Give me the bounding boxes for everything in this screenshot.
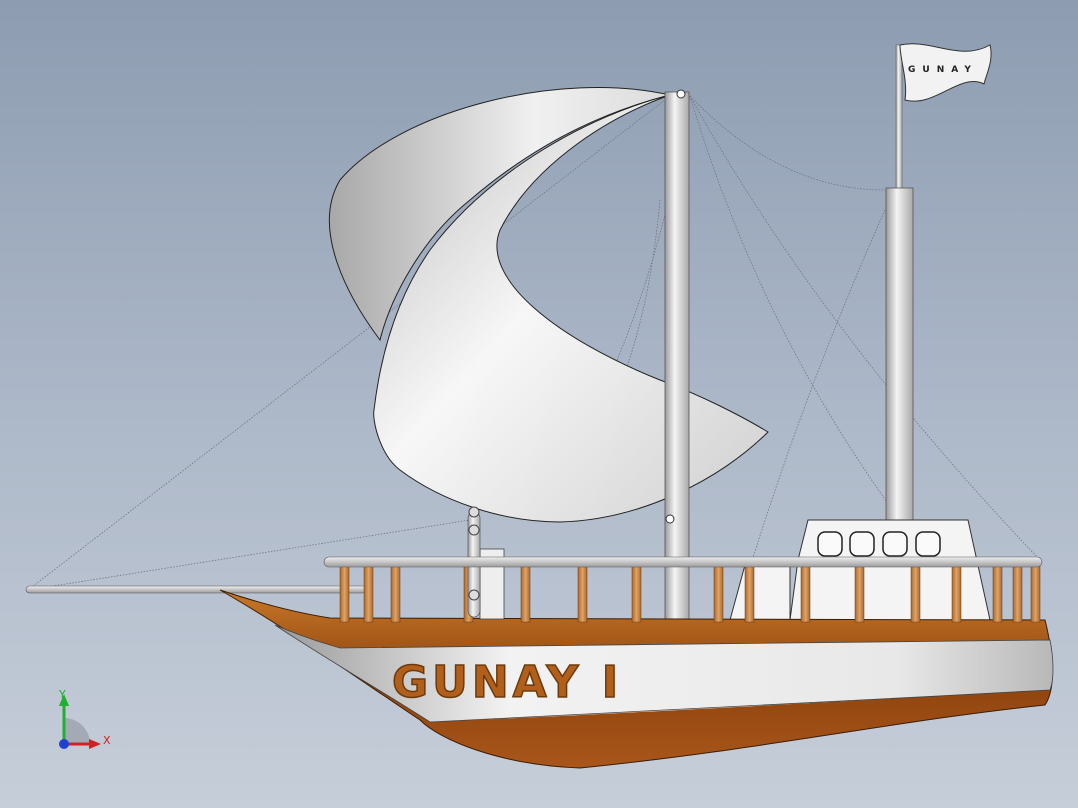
hull[interactable]: GUNAY I xyxy=(219,589,1054,769)
main-mast[interactable] xyxy=(664,89,690,628)
hull-name: GUNAY I xyxy=(392,657,622,708)
x-axis-arrowhead xyxy=(89,739,101,749)
bowsprit[interactable] xyxy=(25,585,367,594)
flag-label: GUNAY xyxy=(908,65,978,75)
x-axis-label: X xyxy=(103,734,111,747)
axis-triad[interactable]: Y X xyxy=(58,688,111,749)
y-axis-label: Y xyxy=(58,688,66,701)
flag[interactable]: GUNAY xyxy=(899,43,992,102)
top-rail[interactable] xyxy=(323,556,1043,568)
y-axis-arrowhead xyxy=(59,694,69,706)
main-sail[interactable] xyxy=(329,87,769,523)
railing-posts xyxy=(339,565,1041,623)
triad-plane-indicator xyxy=(64,718,90,744)
z-axis-dot xyxy=(59,739,69,749)
